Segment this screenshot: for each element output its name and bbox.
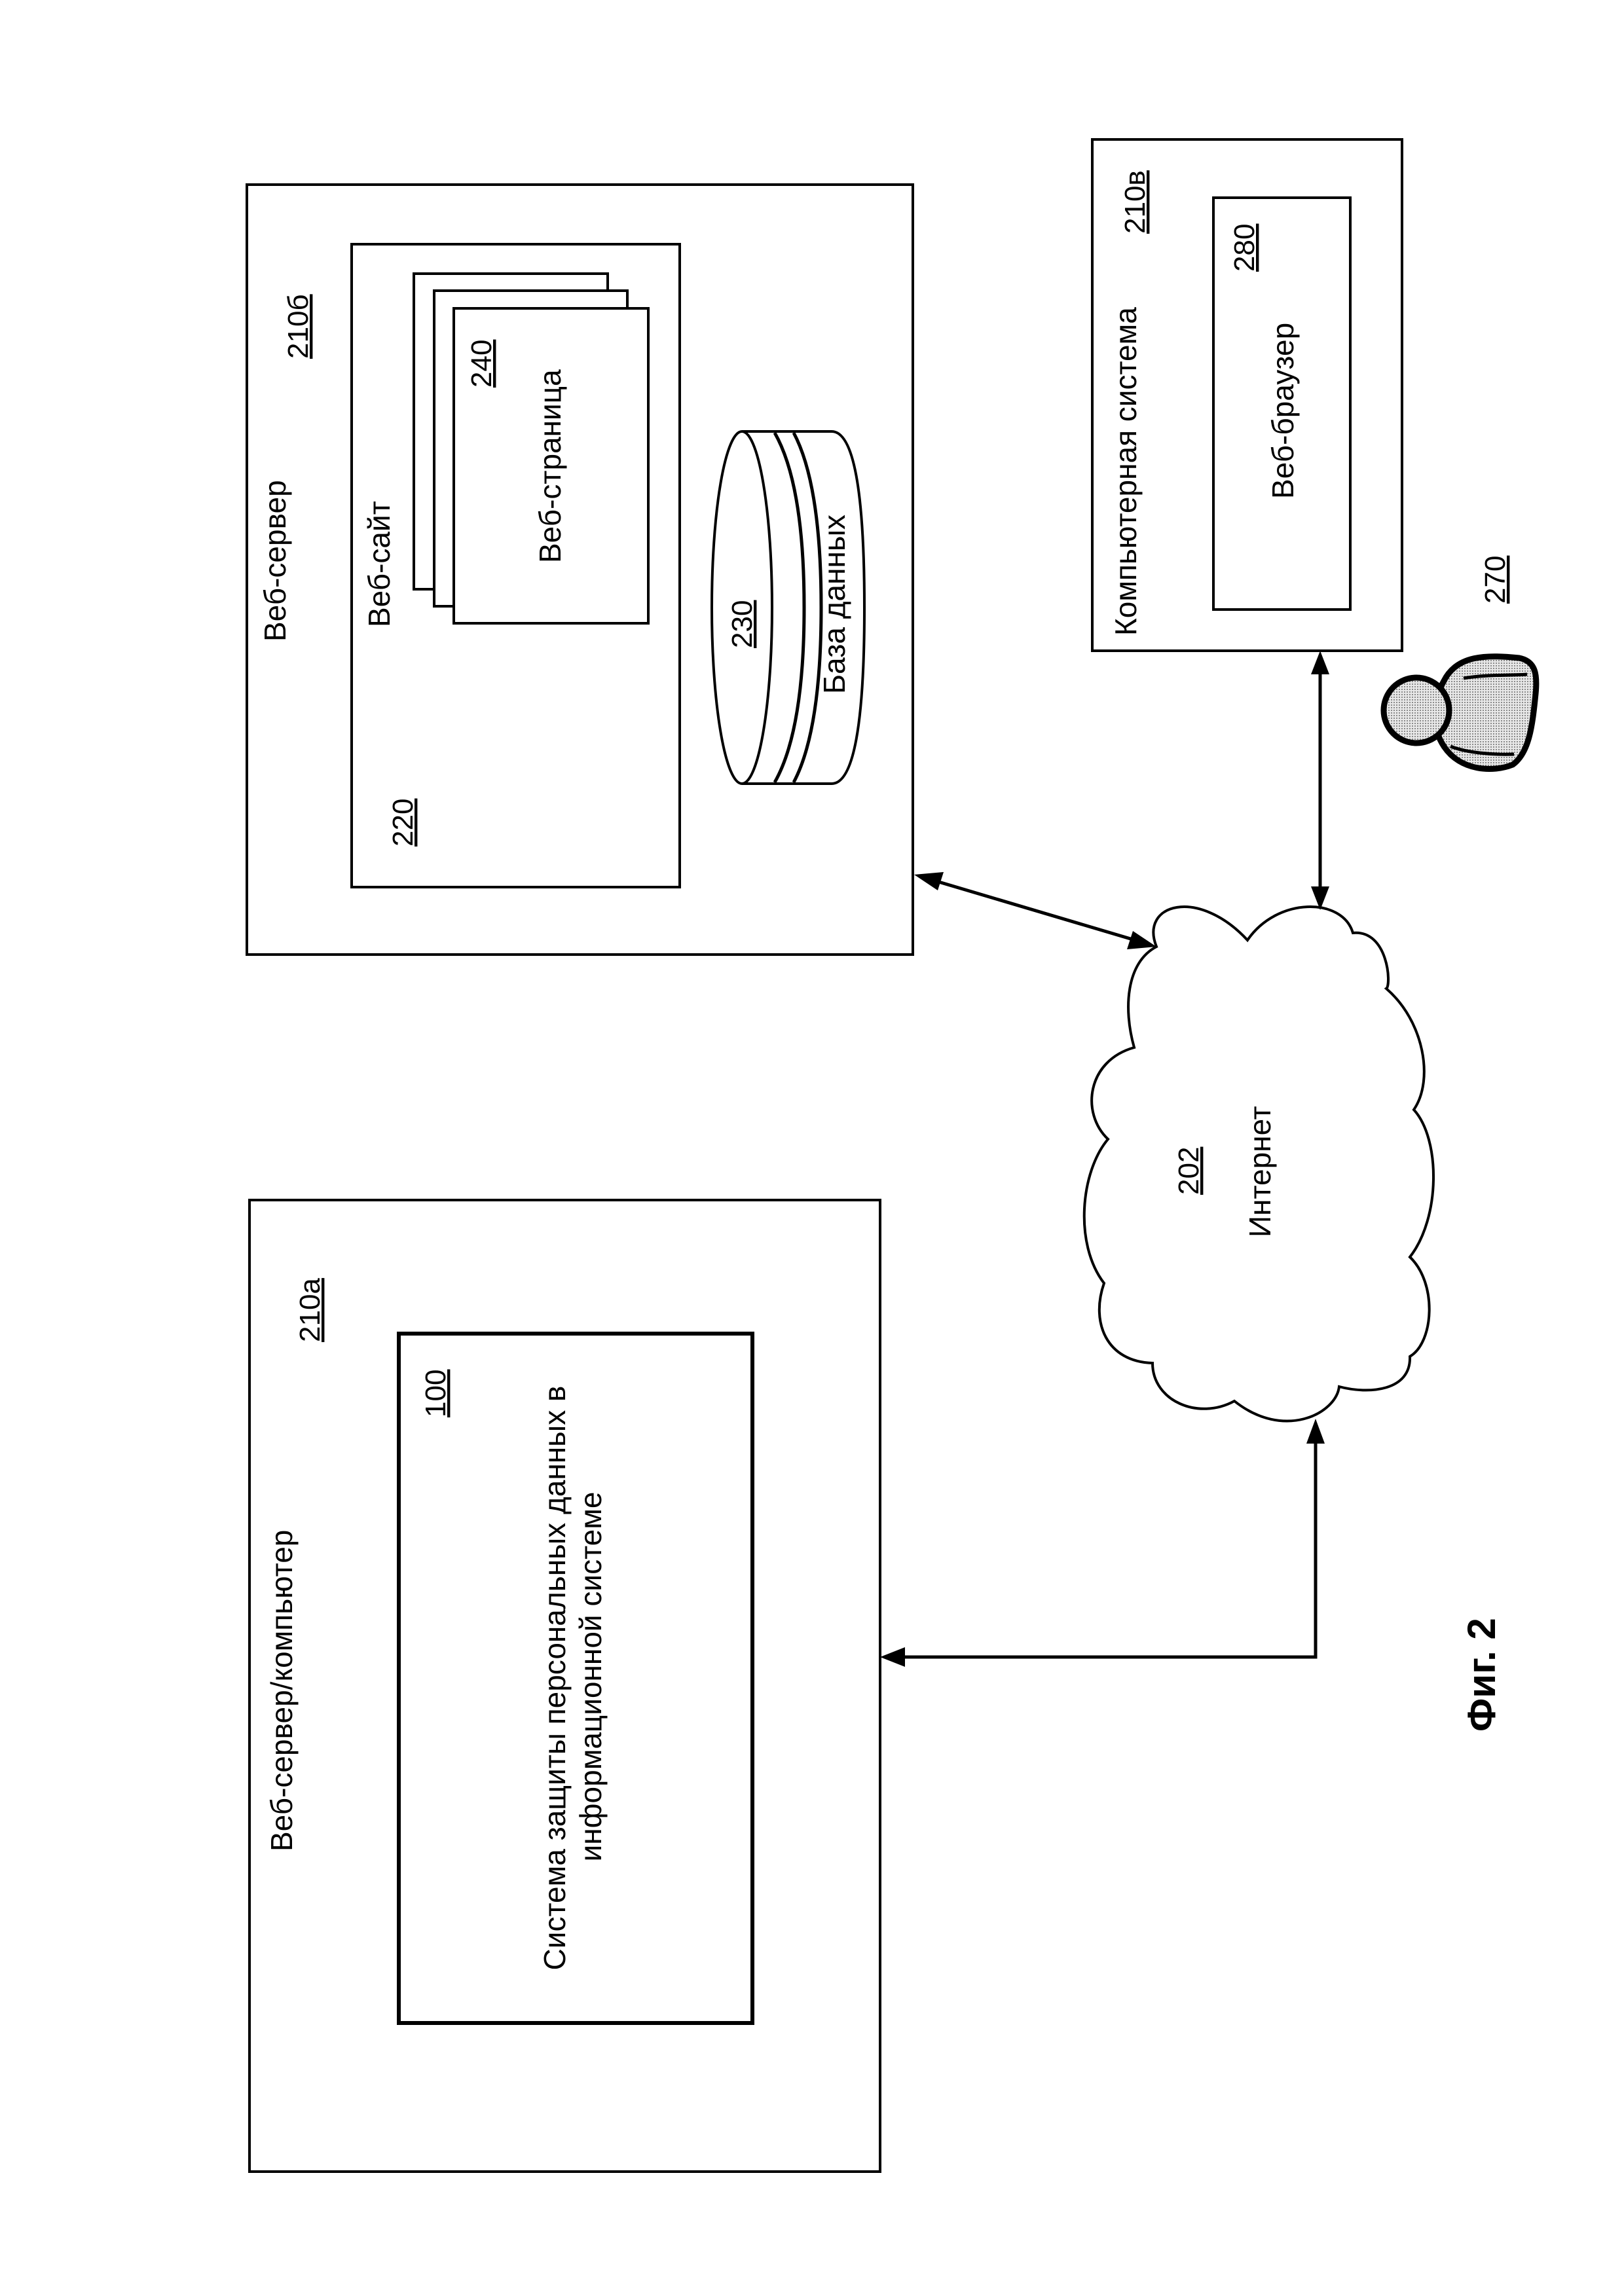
protection-system-ref: 100 bbox=[420, 1370, 452, 1417]
connector-line bbox=[930, 879, 1139, 941]
web-server-computer-node[interactable]: Веб-сервер/компьютер 210а 100 Система за… bbox=[249, 1200, 880, 2172]
protection-system-label-line1: Система защиты персональных данных в bbox=[538, 1386, 572, 1971]
computer-system-ref: 210в bbox=[1119, 170, 1151, 234]
website-ref: 220 bbox=[387, 799, 419, 847]
database-node[interactable]: 230 База данных bbox=[712, 431, 864, 784]
web-page-label: Веб-страница bbox=[533, 369, 567, 563]
user-node[interactable]: 270 bbox=[1384, 556, 1536, 769]
web-server-node[interactable]: Веб-сервер 210б Веб-сайт 220 240 Веб-стр… bbox=[247, 185, 913, 955]
arrowhead-icon bbox=[1306, 1419, 1325, 1444]
protection-system-node[interactable]: 100 Система защиты персональных данных в… bbox=[399, 1334, 752, 2023]
user-head-icon bbox=[1384, 678, 1449, 743]
connector-line bbox=[898, 1440, 1316, 1657]
connector-computer-system-internet bbox=[1311, 651, 1329, 910]
figure-caption: Фиг. 2 bbox=[1460, 1618, 1504, 1732]
protection-system-label-line2: информационной системе bbox=[574, 1492, 608, 1862]
web-server-computer-label: Веб-сервер/компьютер bbox=[265, 1530, 299, 1851]
arrowhead-icon bbox=[1127, 931, 1156, 949]
web-page-stack[interactable]: 240 Веб-страница bbox=[414, 274, 648, 623]
web-page-ref: 240 bbox=[466, 340, 498, 388]
database-label: База данных bbox=[817, 515, 851, 694]
connector-webserver-internet bbox=[914, 872, 1156, 949]
web-browser-ref: 280 bbox=[1228, 224, 1261, 272]
web-server-label: Веб-сервер bbox=[258, 480, 292, 642]
arrowhead-icon bbox=[914, 872, 944, 890]
connector-internet-web-server-computer bbox=[880, 1419, 1325, 1667]
computer-system-label: Компьютерная система bbox=[1109, 307, 1143, 636]
computer-system-node[interactable]: Компьютерная система 210в 280 Веб-браузе… bbox=[1092, 139, 1402, 651]
website-label: Веб-сайт bbox=[362, 501, 396, 627]
internet-label: Интернет bbox=[1243, 1106, 1277, 1237]
web-browser-node[interactable]: 280 Веб-браузер bbox=[1213, 198, 1350, 610]
web-browser-label: Веб-браузер bbox=[1266, 323, 1300, 499]
internet-node[interactable]: 202 Интернет bbox=[1084, 907, 1433, 1421]
web-server-computer-ref: 210а bbox=[294, 1278, 326, 1342]
database-ref: 230 bbox=[726, 600, 758, 648]
arrowhead-icon bbox=[1311, 651, 1329, 674]
web-server-ref: 210б bbox=[282, 294, 314, 359]
internet-ref: 202 bbox=[1173, 1147, 1205, 1195]
website-node[interactable]: Веб-сайт 220 240 Веб-страница bbox=[352, 244, 680, 887]
user-ref: 270 bbox=[1479, 556, 1511, 604]
arrowhead-icon bbox=[880, 1647, 905, 1667]
